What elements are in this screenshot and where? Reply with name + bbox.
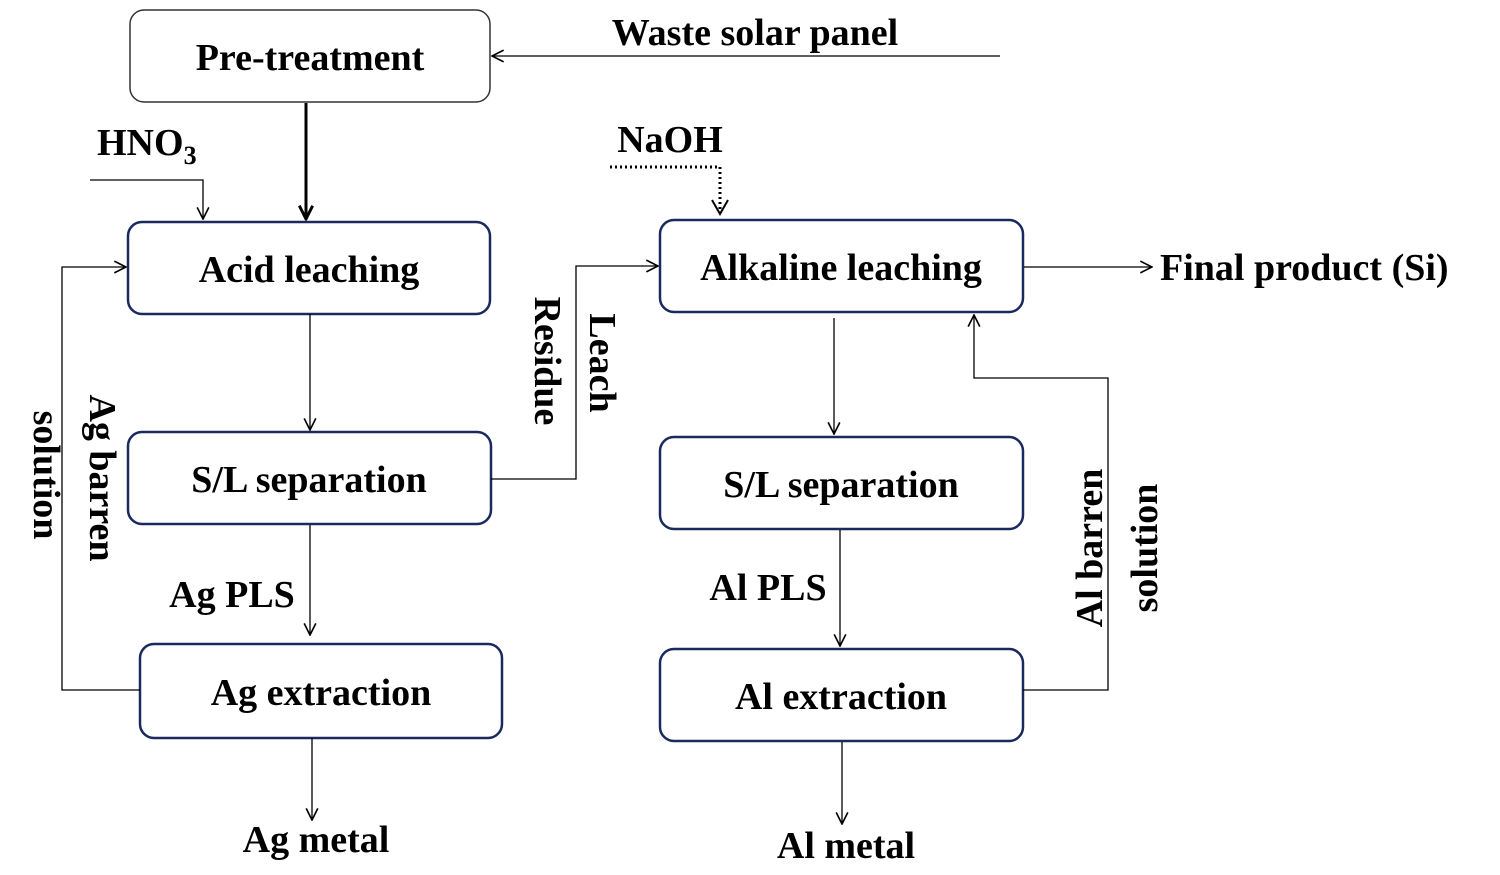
residue-label: Residue — [526, 297, 568, 426]
naoh-input-line — [610, 165, 722, 212]
sl-separation-right-box: S/L separation — [658, 435, 1025, 531]
ag-barren-recycle-arrow — [61, 267, 140, 691]
al-barren-label: Al barren — [1069, 469, 1111, 628]
waste-solar-panel-label: Waste solar panel — [612, 12, 898, 54]
pretreatment-label: Pre-treatment — [196, 37, 425, 79]
alkaline-leaching-label: Alkaline leaching — [700, 247, 982, 289]
ag-metal-label: Ag metal — [243, 819, 390, 861]
acid-leaching-label: Acid leaching — [199, 249, 420, 291]
sl-separation-right-label: S/L separation — [723, 464, 958, 506]
hno3-label: HNO3 — [97, 122, 197, 170]
pretreatment-box: Pre-treatment — [129, 9, 491, 103]
leach-residue-arrow — [491, 266, 658, 480]
ag-barren-label: Ag barren — [81, 394, 123, 561]
alkaline-leaching-box: Alkaline leaching — [658, 218, 1025, 314]
ag-pls-label: Ag PLS — [169, 574, 295, 616]
hno3-input-arrow — [90, 179, 203, 219]
sl-separation-left-box: S/L separation — [126, 430, 493, 526]
naoh-arrowhead — [711, 199, 729, 217]
al-extraction-label: Al extraction — [735, 676, 947, 718]
al-barren-recycle-arrow — [974, 315, 1109, 691]
al-pls-label: Al PLS — [709, 567, 826, 609]
sl-separation-left-label: S/L separation — [191, 459, 426, 501]
acid-leaching-box: Acid leaching — [126, 220, 492, 316]
naoh-label: NaOH — [617, 119, 723, 161]
ag-extraction-box: Ag extraction — [138, 642, 504, 740]
ag-solution-label: solution — [25, 411, 67, 540]
al-extraction-box: Al extraction — [658, 647, 1025, 743]
ag-extraction-label: Ag extraction — [211, 672, 432, 714]
al-solution-label: solution — [1124, 484, 1166, 613]
al-metal-label: Al metal — [777, 825, 915, 867]
leach-label: Leach — [581, 313, 623, 412]
final-product-label: Final product (Si) — [1160, 247, 1449, 289]
